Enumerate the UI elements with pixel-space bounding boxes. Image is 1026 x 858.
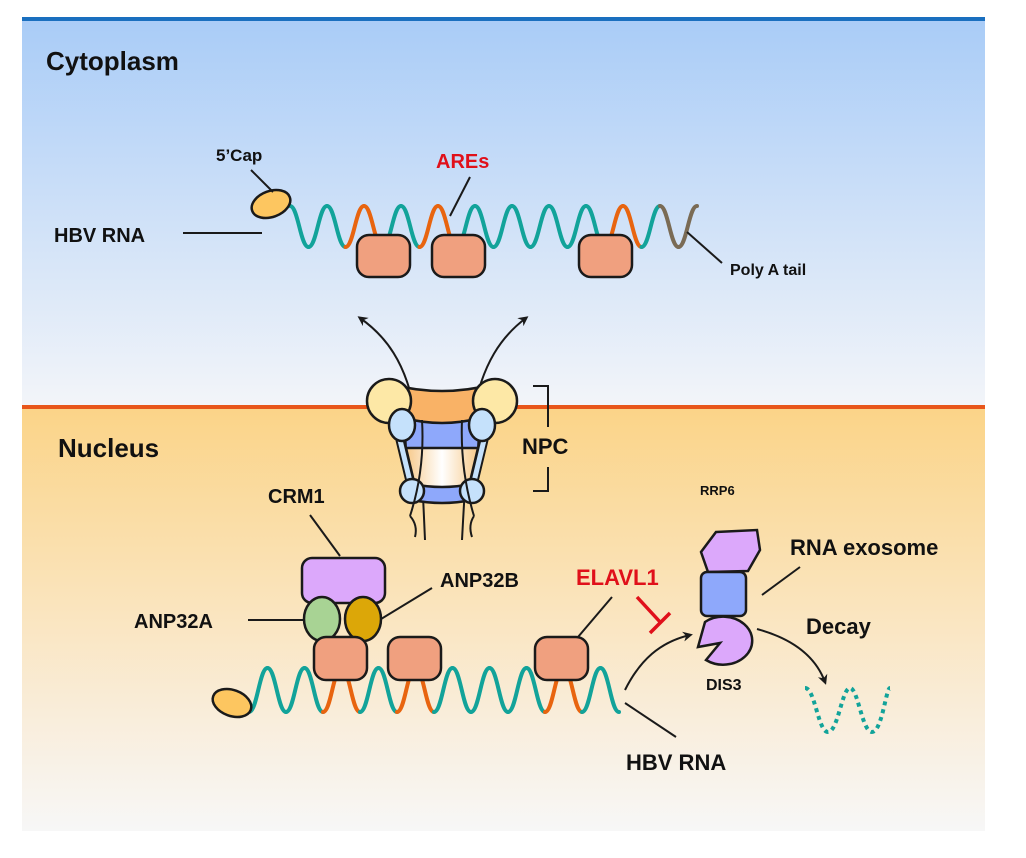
nucleus-region (22, 408, 985, 831)
hbv-rna-label-nuc: HBV RNA (626, 750, 726, 775)
rna-segment (302, 666, 325, 714)
nucleus-label: Nucleus (58, 433, 159, 463)
anp32b-label: ANP32B (440, 570, 519, 592)
anp32b-leader (380, 587, 433, 620)
cap-label: 5’Cap (216, 146, 262, 165)
anp32b-protein (343, 595, 383, 643)
crm1-leader (309, 514, 341, 557)
anp32a-protein (302, 595, 342, 643)
rna-segment (376, 666, 399, 714)
top-rule (22, 17, 985, 21)
inhibition-icon (635, 595, 672, 635)
rrp6-label: RRP6 (700, 483, 735, 498)
elavl1-protein-cyto-2 (430, 233, 487, 279)
exosome-core (699, 570, 748, 618)
hbv-rna-label-cyto: HBV RNA (54, 225, 145, 247)
rna-segment (265, 666, 288, 714)
rna-segment (399, 204, 422, 249)
rna-segment (639, 204, 662, 249)
cap-icon-cyto (250, 188, 292, 220)
anp32a-label: ANP32A (134, 611, 213, 633)
rna-exosome (696, 528, 762, 666)
rna-segment (417, 204, 440, 249)
rna-segment (284, 666, 307, 714)
npc-bracket (533, 385, 549, 492)
rna-segment (676, 204, 699, 249)
polya-leader (686, 231, 723, 264)
hbv-rna-leader-nuc (624, 702, 677, 738)
ares-label: AREs (436, 151, 489, 173)
dis3-label: DIS3 (706, 677, 742, 694)
crm1-label: CRM1 (268, 486, 325, 508)
rna-segment (325, 204, 348, 249)
decay-arrow (756, 628, 828, 685)
decay-label: Decay (806, 614, 872, 639)
polya-label: Poly A tail (730, 262, 806, 279)
elavl1-protein-nuc-1 (312, 635, 369, 682)
rna-segment (487, 666, 510, 714)
rna-segment (358, 666, 381, 714)
rna-segment (598, 666, 621, 714)
cap-icon-nuc (211, 687, 253, 719)
rna-segment (528, 204, 551, 249)
rna-segment (510, 204, 533, 249)
rna-segment (343, 204, 366, 249)
rna-segment (565, 204, 588, 249)
rrp6-protein (699, 528, 762, 574)
degradation-arrow (624, 631, 693, 691)
elavl1-protein-cyto-1 (355, 233, 412, 279)
rna-segment (450, 666, 473, 714)
rna-segment (288, 204, 311, 249)
rna-segment (432, 666, 455, 714)
ares-leader (449, 176, 471, 217)
elavl1-protein-nuc-3 (533, 635, 590, 682)
cytoplasm-label: Cytoplasm (46, 46, 179, 76)
cap-leader (250, 169, 274, 193)
crm1-protein (300, 556, 387, 605)
exosome-leader (761, 566, 801, 596)
dis3-protein (696, 615, 754, 666)
elavl1-protein-nuc-2 (386, 635, 443, 682)
rna-segment (524, 666, 547, 714)
cytoplasm-region (22, 19, 985, 408)
rna-segment (491, 204, 514, 249)
rna-segment (306, 204, 329, 249)
elavl1-leader (577, 596, 613, 638)
rna-segment (506, 666, 529, 714)
rna-segment (621, 204, 644, 249)
decayed-rna-icon (804, 685, 892, 735)
rna-segment (547, 204, 570, 249)
nuclear-hbv-rna (247, 666, 621, 714)
elavl1-label: ELAVL1 (576, 565, 659, 590)
exosome-label: RNA exosome (790, 535, 938, 560)
npc-label: NPC (522, 434, 569, 459)
rna-segment (473, 204, 496, 249)
elavl1-protein-cyto-3 (577, 233, 634, 279)
nuclear-pore-complex (357, 316, 529, 541)
rna-segment (580, 666, 603, 714)
rna-segment (658, 204, 681, 249)
rna-segment (469, 666, 492, 714)
